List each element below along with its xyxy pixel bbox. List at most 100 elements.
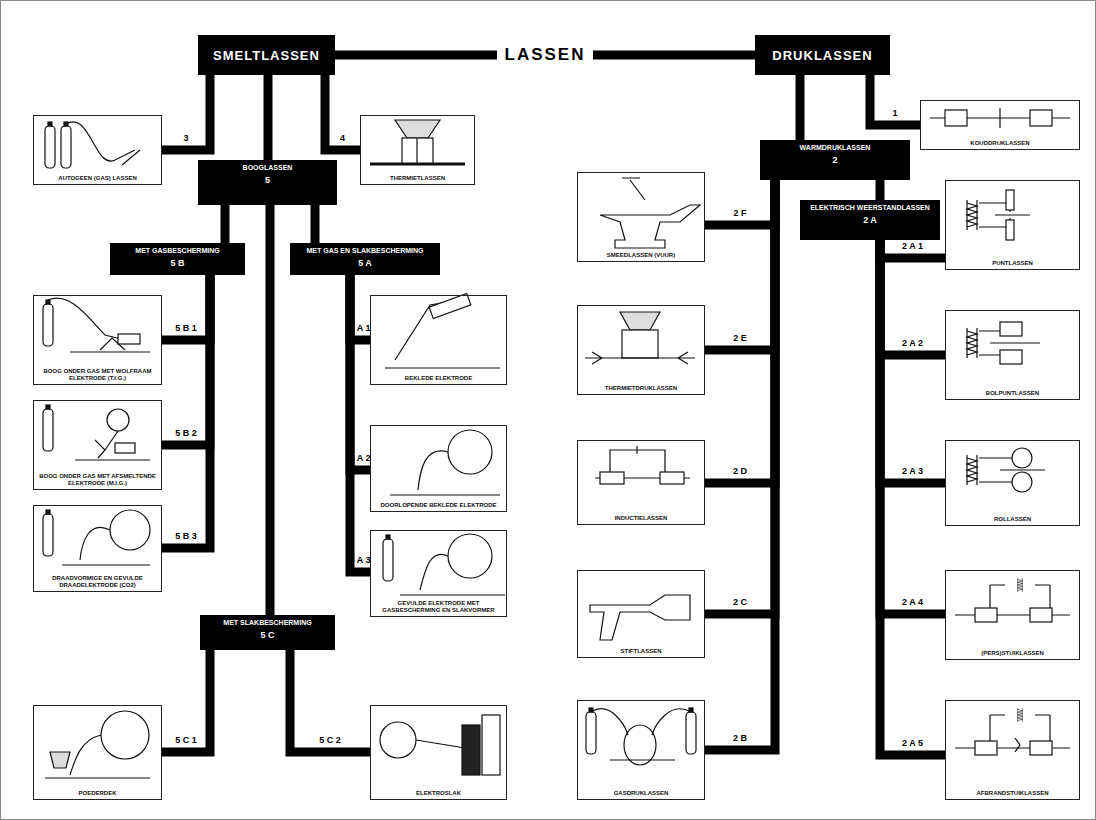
resistance-spot-sketch (967, 190, 1030, 240)
stud-gun-sketch (590, 595, 690, 640)
group-box: ELEKTRISCH WEERSTANDLASSEN 2 A (800, 200, 940, 240)
group-number: 2 (765, 155, 905, 166)
connector-bar (162, 650, 210, 752)
cold-pressure-sketch (930, 108, 1070, 128)
connector-bar (162, 75, 210, 150)
process-picture-box: BOLPUNTLASSEN (945, 310, 1080, 400)
connector-bar (290, 650, 370, 752)
mig-sketch (43, 405, 150, 460)
process-picture-box: INDUCTIELASSEN (577, 440, 705, 525)
group-heading: MET GASBESCHERMING (115, 247, 240, 256)
callout-number: 3 (183, 134, 188, 143)
connector-bar (311, 205, 320, 243)
callout-number: 2 B (733, 734, 747, 743)
group-number: 2 A (805, 215, 935, 226)
projection-sketch (967, 322, 1040, 364)
process-caption: KOUDDRUKLASSEN (924, 140, 1076, 147)
flux-cored-sketch (43, 510, 150, 565)
callout-number: 2 A 3 (902, 467, 923, 476)
process-picture-box: AFBRANDSTUIKLASSEN (945, 700, 1080, 800)
group-number: 5 A (295, 258, 435, 269)
callout-number: 2 E (733, 334, 747, 343)
process-picture-box: THERMIETLASSEN (360, 115, 475, 185)
process-caption: (PERS)STUIKLASSEN (949, 650, 1076, 657)
group-box: DRUKLASSEN (755, 35, 890, 75)
group-heading: ELEKTRISCH WEERSTANDLASSEN (805, 204, 935, 213)
process-caption: BOLPUNTLASSEN (949, 390, 1076, 397)
process-picture-box: BOOG ONDER GAS MET WOLFRAAM ELEKTRODE (T… (33, 295, 162, 385)
callout-number: 5 B 3 (175, 532, 197, 541)
connector-bar (266, 205, 275, 615)
process-caption: DOORLOPENDE BEKLEDE ELEKTRODE (374, 502, 503, 509)
process-picture-box: SMEEDLASSEN (VUUR) (577, 172, 705, 262)
electroslag-sketch (380, 715, 500, 775)
process-picture-box: GASDRUKLASSEN (577, 700, 705, 800)
process-picture-box: PUNTLASSEN (945, 180, 1080, 270)
process-caption: BOOG ONDER GAS MET WOLFRAAM ELEKTRODE (T… (37, 368, 158, 382)
group-box: BOOGLASSEN5 (198, 160, 337, 205)
connector-bar (162, 275, 210, 548)
callout-number: 5 B 2 (175, 429, 197, 438)
butt-sketch (955, 578, 1070, 622)
process-caption: AFBRANDSTUIKLASSEN (949, 790, 1076, 797)
process-caption: GEVULDE ELEKTRODE MET GASBESCHERMING EN … (374, 600, 503, 614)
process-caption: THERMIETLASSEN (364, 175, 471, 182)
connector-bar (705, 180, 775, 750)
connector-bar (880, 240, 945, 755)
callout-number: 1 (892, 109, 897, 118)
group-box: SMELTLASSEN (198, 35, 335, 75)
diagram-title: LASSEN (497, 45, 594, 65)
process-picture-box: (PERS)STUIKLASSEN (945, 570, 1080, 660)
stick-electrode-sketch (385, 294, 500, 368)
connector-bar (705, 180, 775, 350)
callout-number: 2 A 5 (902, 739, 923, 748)
connector-bar (880, 240, 945, 483)
group-box: WARMDRUKLASSEN 2 (760, 140, 910, 180)
connector-bar (880, 240, 945, 258)
process-picture-box: POEDERDEK (33, 705, 162, 800)
callout-number: 2 F (733, 209, 746, 218)
thermit-pressure-sketch (585, 312, 695, 364)
process-picture-box: THERMIETDRUKLASSEN (577, 305, 705, 395)
connector-bar (705, 180, 775, 614)
callout-number: 2 A 1 (902, 242, 923, 251)
process-caption: ELEKTROSLAK (374, 790, 503, 797)
callout-number: 2 A 2 (902, 339, 923, 348)
callout-number: 5 A 1 (350, 324, 371, 333)
process-picture-box: DRAADVORMIGE EN GEVULDE DRAADELEKTRODE (… (33, 505, 162, 592)
process-picture-box: BOOG ONDER GAS MET AFSMELTENDE ELEKTRODE… (33, 400, 162, 490)
process-caption: GASDRUKLASSEN (581, 790, 701, 797)
group-heading: MET GAS EN SLAKBESCHERMING (295, 247, 435, 256)
process-picture-box: BEKLEDE ELEKTRODE (370, 295, 507, 385)
gas-pressure-sketch (586, 708, 696, 765)
connector-bar (325, 75, 360, 150)
process-caption: BOOG ONDER GAS MET AFSMELTENDE ELEKTRODE… (37, 473, 158, 487)
group-heading: WARMDRUKLASSEN (765, 144, 905, 153)
group-heading: BOOGLASSEN (203, 164, 332, 173)
forge-sketch (600, 178, 700, 248)
process-caption: AUTOGEEN (GAS) LASSEN (37, 175, 158, 182)
process-caption: SMEEDLASSEN (VUUR) (581, 252, 701, 259)
connector-bar (162, 275, 210, 445)
submerged-arc-sketch (45, 711, 150, 778)
induction-sketch (595, 446, 690, 484)
process-caption: ROLLASSEN (949, 516, 1076, 523)
group-heading: SMELTLASSEN (213, 48, 320, 63)
connector-bar (796, 75, 805, 140)
connector-bar (350, 275, 370, 572)
connector-bar (705, 180, 775, 225)
gas-slag-sketch (383, 534, 505, 595)
group-number: 5 C (205, 630, 330, 641)
process-caption: DRAADVORMIGE EN GEVULDE DRAADELEKTRODE (… (37, 575, 158, 589)
gas-welding-sketch (45, 122, 140, 168)
process-picture-box: ROLLASSEN (945, 440, 1080, 526)
callout-number: 5 B 1 (175, 324, 197, 333)
continuous-electrode-sketch (390, 430, 500, 495)
process-caption: PUNTLASSEN (949, 260, 1076, 267)
connector-bar (264, 75, 273, 160)
process-caption: STIFTLASSEN (581, 648, 701, 655)
process-caption: POEDERDEK (37, 790, 158, 797)
seam-sketch (967, 448, 1045, 492)
callout-number: 5 A 2 (350, 454, 371, 463)
group-box: MET GASBESCHERMING5 B (110, 243, 245, 275)
